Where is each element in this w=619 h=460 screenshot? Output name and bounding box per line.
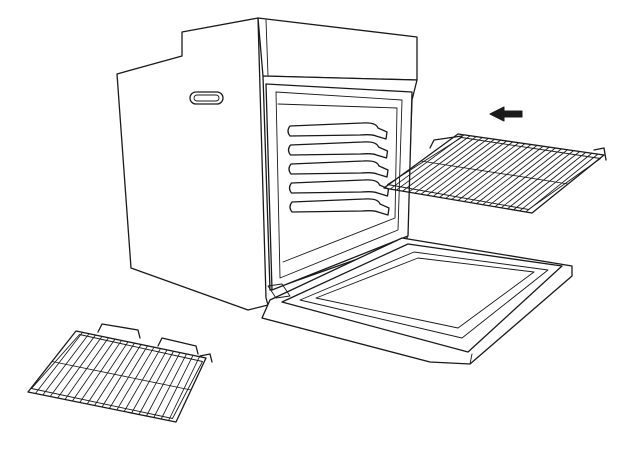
wire-shelf-loose	[27, 323, 213, 423]
shelf-runner	[288, 179, 390, 197]
door-glass-inner	[315, 257, 535, 329]
shelf-runner	[287, 141, 389, 159]
side-handle-slot-inner	[193, 94, 220, 102]
shelf-handle	[429, 135, 463, 149]
door-glass	[299, 251, 549, 339]
shelf-runner	[289, 198, 390, 216]
shelf-handle	[97, 323, 141, 339]
shelf-frame-inner	[31, 334, 203, 419]
cavity-back-wall	[277, 103, 398, 263]
side-handle-slot	[189, 91, 224, 105]
shelf-handle	[199, 353, 213, 363]
oven-cavity	[265, 83, 413, 291]
oven-door	[261, 237, 573, 365]
shelf-handle	[157, 337, 199, 355]
door-inner-panel	[281, 243, 563, 353]
oven-side-panel	[116, 17, 269, 311]
door-corner-edge	[469, 353, 473, 365]
shelf-runner	[288, 160, 389, 178]
cavity-inner-edge	[275, 91, 403, 279]
door-hinge	[267, 283, 291, 299]
shelf-runners	[287, 122, 390, 216]
shelf-handle	[593, 147, 607, 161]
shelf-frame	[27, 330, 207, 423]
arrow-left-icon	[489, 106, 523, 122]
shelf-runner	[287, 122, 388, 140]
door-bottom-edge	[261, 317, 431, 363]
shelf-cross-wire	[420, 160, 569, 185]
wire-shelf-inserted	[383, 133, 607, 214]
oven-front-top-frame	[257, 17, 418, 81]
frame-edge-line	[265, 19, 269, 77]
shelf-cross-wire	[51, 361, 192, 391]
